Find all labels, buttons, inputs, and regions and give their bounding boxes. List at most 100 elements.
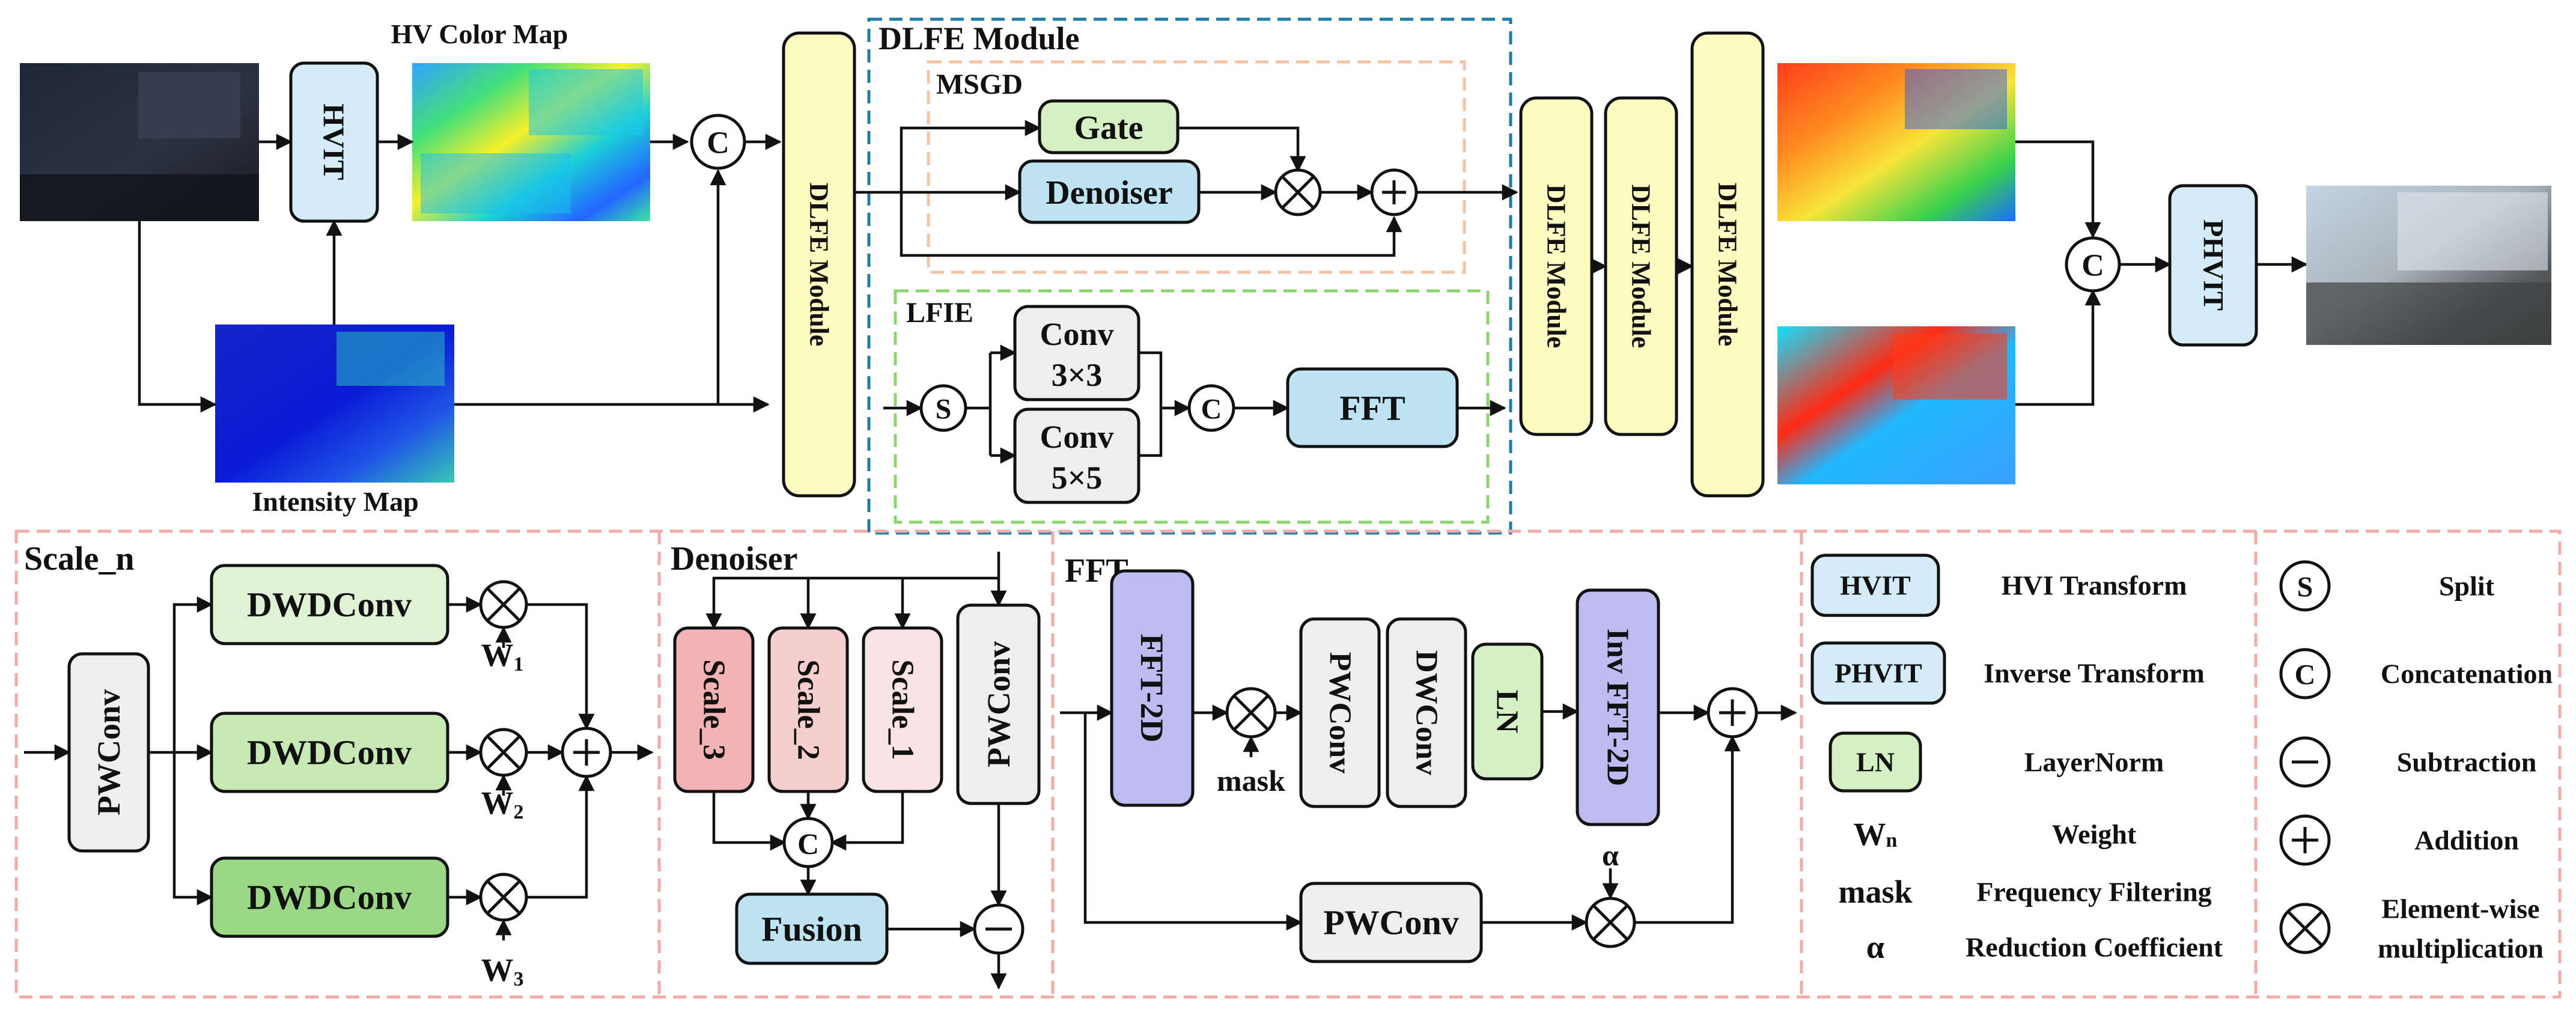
scale-n-connections <box>24 596 654 940</box>
add-op-msgd <box>1370 168 1418 216</box>
multiply-op-scale-1 <box>479 580 528 629</box>
mask-label: mask <box>1217 764 1285 797</box>
legend-concat-icon <box>2279 648 2331 700</box>
add-op-scale <box>561 727 612 778</box>
legend-hvit-key <box>1810 553 1940 617</box>
denoiser-label: Denoiser <box>1046 174 1173 212</box>
legend-concat-desc: Concatenation <box>2381 659 2553 689</box>
multiply-op-fft-mask <box>1225 687 1277 739</box>
concat-symbol-denoiser: C <box>797 827 819 861</box>
legend-plus-icon <box>2279 814 2331 866</box>
dwconv-label-fft: DWConv <box>1410 650 1444 775</box>
legend-ln-desc: LayerNorm <box>2024 747 2164 778</box>
split-symbol: S <box>936 394 952 425</box>
scale3-label: Scale_3 <box>697 659 731 760</box>
msgd-title: MSGD <box>936 69 1023 100</box>
hv-color-map-image <box>412 63 650 221</box>
multiply-op-fft-alpha <box>1585 897 1636 948</box>
concat-symbol-lfie: C <box>1201 394 1222 425</box>
inv-fft2d-label: Inv FFT-2D <box>1601 629 1635 786</box>
concat-op-lfie <box>1187 384 1235 432</box>
msgd-panel <box>927 60 1466 274</box>
conv5x5-label-line1: Conv <box>1040 419 1113 455</box>
intensity-map-image <box>215 325 454 483</box>
legend-split-symbol: S <box>2297 572 2313 603</box>
fft-connections <box>1060 703 1797 931</box>
legend-ln-key <box>1828 731 1922 793</box>
dlfe-module-panel <box>867 17 1512 535</box>
hv-color-map-label: HV Color Map <box>391 19 568 49</box>
legend-minus-icon <box>2279 736 2331 788</box>
denoiser-connections <box>705 552 1007 990</box>
concat-symbol: C <box>707 126 729 160</box>
dlfe-module-label-3: DLFE Module <box>1627 184 1656 349</box>
legend-weight-desc: Weight <box>2052 819 2137 850</box>
fusion-label: Fusion <box>761 910 862 949</box>
legend-phvit-key-label: PHVIT <box>1835 658 1922 689</box>
legend-ln-key-label: LN <box>1856 747 1895 778</box>
legend-plus-desc: Addition <box>2414 825 2519 856</box>
concat-symbol-output: C <box>2081 249 2104 283</box>
dlfe-module-title: DLFE Module <box>878 20 1080 56</box>
concat-op-denoiser <box>782 817 834 868</box>
gate-label: Gate <box>1074 109 1143 147</box>
conv3x3-label-line1: Conv <box>1040 316 1113 352</box>
fft2d-block <box>1110 569 1195 807</box>
msgd-connections <box>854 120 1518 257</box>
legend-hvit-key-label: HVIT <box>1840 570 1911 601</box>
alpha-label: α <box>1602 838 1619 872</box>
dlfe-module-label-2: DLFE Module <box>1542 184 1571 349</box>
intensity-map-label: Intensity Map <box>252 486 418 517</box>
conv3x3-label-line2: 3×3 <box>1052 357 1103 393</box>
legend-split-icon <box>2279 560 2331 612</box>
legend-alpha-key: α <box>1866 929 1884 965</box>
output-connections <box>2015 140 2308 406</box>
scale2-label: Scale_2 <box>791 659 826 760</box>
weight-label-3: W3 <box>481 952 524 990</box>
lfie-title: LFIE <box>906 297 973 329</box>
phvit-label: PHVIT <box>2197 219 2229 311</box>
multiply-op-scale-2 <box>479 728 528 777</box>
concat-op-top <box>690 114 746 170</box>
weight-label-2: W2 <box>481 785 524 823</box>
hvit-label: HVIT <box>317 103 351 180</box>
input-image <box>20 63 259 221</box>
conv5x5-label-line2: 5×5 <box>1052 460 1103 496</box>
add-op-fft <box>1707 687 1758 739</box>
legend-mask-desc: Frequency Filtering <box>1976 877 2211 907</box>
phvit-block <box>2168 184 2258 347</box>
dwdconv-label-1: DWDConv <box>247 585 412 624</box>
bottom-panels <box>14 529 2562 999</box>
legend-minus-desc: Subtraction <box>2397 747 2537 778</box>
pwconv-bottom-label-fft: PWConv <box>1323 903 1459 942</box>
legend-phvit-key <box>1810 641 1946 705</box>
enhanced-output-image <box>2306 186 2551 345</box>
legend-phvit-desc: Inverse Transform <box>1984 658 2205 689</box>
legend-times-desc-line1: Element-wise <box>2381 894 2539 924</box>
legend-mask-key: mask <box>1838 874 1912 910</box>
lfie-connections <box>883 344 1506 464</box>
top-connections <box>138 133 782 413</box>
pwconv-label-scale: PWConv <box>91 689 127 815</box>
weight-label-1: W1 <box>481 637 524 675</box>
output-intensity-map-image <box>1777 326 2015 484</box>
legend-hvit-desc: HVI Transform <box>2002 570 2187 601</box>
legend-alpha-desc: Reduction Coefficient <box>1965 932 2223 963</box>
multiply-op-scale-3 <box>479 873 528 922</box>
pwconv-label-denoiser: PWConv <box>981 641 1017 767</box>
dlfe-module-block-1 <box>782 31 856 498</box>
dlfe-module-label-1: DLFE Module <box>805 183 834 347</box>
legend-split-desc: Split <box>2439 571 2495 602</box>
fft-label: FFT <box>1339 389 1405 428</box>
legend-concat-symbol: C <box>2295 659 2316 691</box>
legend-times-icon <box>2279 903 2331 954</box>
legend-times-desc-line2: multiplication <box>2378 933 2544 964</box>
dwdconv-label-3: DWDConv <box>247 878 412 917</box>
dlfe-module-label-4: DLFE Module <box>1713 183 1743 347</box>
pwconv-label-fft: PWConv <box>1323 652 1357 773</box>
lfie-panel <box>894 289 1490 524</box>
split-op-lfie <box>919 384 967 432</box>
output-hv-map-image <box>1777 63 2015 221</box>
subtract-op-denoiser <box>973 903 1025 955</box>
